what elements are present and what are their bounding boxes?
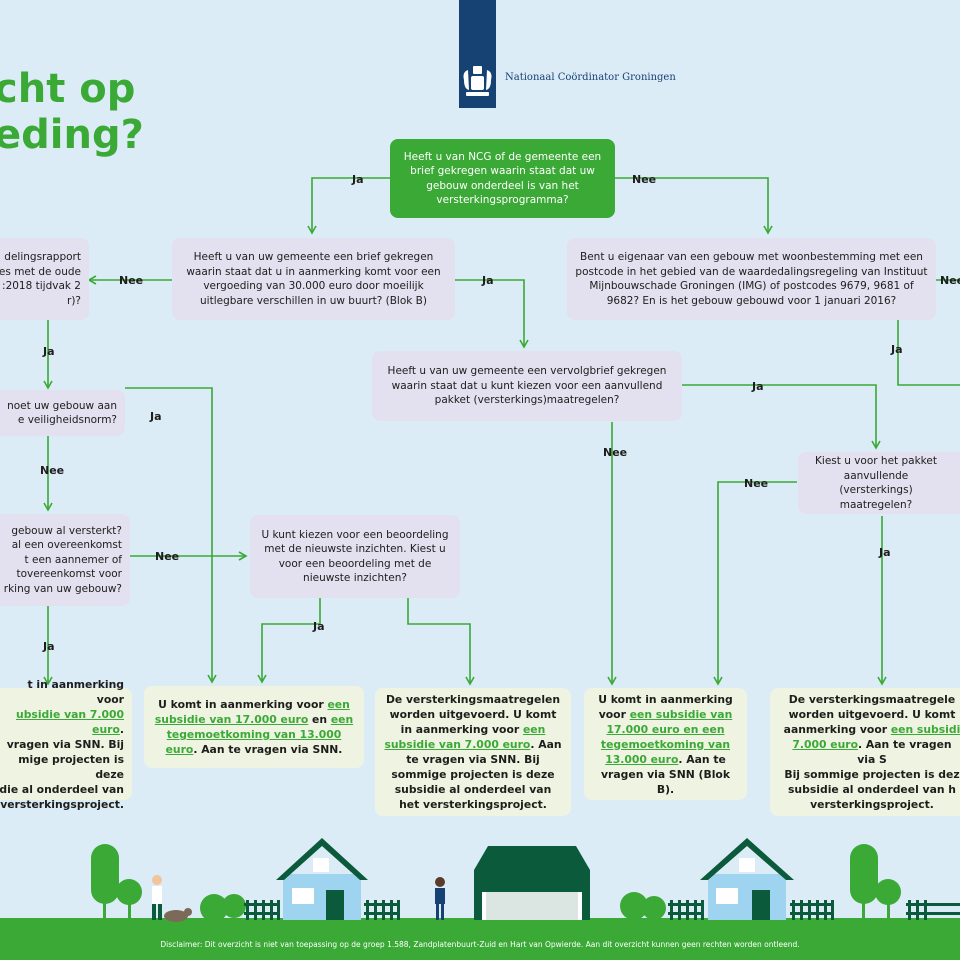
fence-icon	[668, 900, 704, 920]
result-blok-b: U komt in aanmerking voor een subsidie v…	[584, 688, 747, 800]
fence-icon	[906, 900, 960, 920]
label-pakket-nee: Nee	[744, 477, 769, 490]
question-30000-euro: Heeft u van uw gemeente een brief gekreg…	[172, 238, 455, 320]
result-left-line4: mige projecten is deze	[18, 752, 124, 781]
subsidy-17000-link[interactable]: een subsidie van 17.000 euro	[154, 698, 350, 726]
landscape-illustration	[0, 838, 960, 960]
label-versterkt-nee: Nee	[155, 550, 180, 563]
grass-ground	[0, 918, 960, 960]
result-7000-left: t in aanmerking voor ubsidie van 7.000 e…	[0, 678, 132, 811]
result-17000-mid: en	[308, 713, 331, 726]
person-with-dog-icon	[152, 875, 192, 922]
label-vervolg-nee: Nee	[603, 446, 628, 459]
edge-beoordeling-nee	[407, 598, 475, 686]
edge-start-ja	[307, 177, 390, 235]
result-7000-middle: De versterkingsmaatregelen worden uitgev…	[375, 688, 571, 816]
question-pakket: Kiest u voor het pakket aanvullende (ver…	[798, 452, 960, 514]
label-norm-ja: Ja	[150, 410, 162, 423]
label-owner-ja: Ja	[891, 343, 903, 356]
subsidy-blokb-link[interactable]: een subsidie van 17.000 euro en een tege…	[600, 707, 733, 766]
tree-icon	[91, 844, 119, 920]
label-30000-ja: Ja	[482, 274, 494, 287]
tree-icon	[116, 879, 142, 920]
label-start-nee: Nee	[632, 173, 657, 186]
fence-icon	[364, 900, 400, 920]
question-owner-postcode: Bent u eigenaar van een gebouw met woonb…	[567, 238, 936, 320]
edge-vervolg-ja	[682, 384, 881, 450]
walking-person-icon	[435, 877, 445, 920]
label-norm-nee: Nee	[40, 464, 65, 477]
result-17000: U komt in aanmerking voor een subsidie v…	[144, 686, 364, 768]
result-17000-pre: U komt in aanmerking voor	[158, 698, 328, 711]
edge-pakket-nee	[713, 481, 797, 686]
subsidy-7000-link-right-b[interactable]: 7.000 euro	[792, 738, 859, 751]
result-right-line1: De versterkingsmaatregele	[788, 693, 956, 706]
label-pakket-ja: Ja	[879, 546, 891, 559]
fence-icon	[244, 900, 280, 920]
farmhouse-icon	[474, 846, 590, 920]
result-blokb-pre: U komt in aanmerking voor	[598, 692, 733, 721]
edge-norm-ja	[125, 387, 217, 684]
result-17000-post: . Aan te vragen via SNN.	[193, 743, 343, 756]
result-left-line1: t in aanmerking voor	[27, 677, 124, 706]
question-al-versterkt: gebouw al versterkt? al een overeenkomst…	[0, 514, 130, 606]
edge-beoordeling-ja	[257, 598, 321, 684]
question-veiligheidsnorm: noet uw gebouw aan e veiligheidsnorm?	[0, 390, 125, 436]
result-right-line7: versterkingsproject.	[810, 798, 934, 811]
result-7000-pre: De versterkingsmaatregelen worden uitgev…	[385, 693, 561, 736]
result-7000-post: . Aan te vragen via SNN. Bij sommige pro…	[391, 738, 562, 811]
result-left-line2-tail: .	[119, 722, 124, 736]
question-beoordeling: U kunt kiezen voor een beoordeling met d…	[250, 515, 460, 598]
result-right-line6: subsidie al onderdeel van h	[788, 783, 956, 796]
result-right-line3: aanmerking voor	[783, 723, 891, 736]
result-blokb-post: . Aan te vragen via SNN (Blok B).	[601, 752, 730, 796]
disclaimer-text: Disclaimer: Dit overzicht is niet van to…	[160, 940, 800, 949]
question-start: Heeft u van NCG of de gemeente een brief…	[390, 139, 615, 218]
label-30000-nee: Nee	[119, 274, 144, 287]
house-icon	[700, 838, 794, 920]
label-beoordeling-ja: Ja	[313, 620, 325, 633]
subsidy-7000-link[interactable]: een subsidie van 7.000 euro	[384, 723, 546, 751]
logo-ribbon	[459, 0, 496, 108]
result-right-line2: worden uitgevoerd. U komt	[788, 708, 956, 721]
result-left-line6: versterkingsproject.	[0, 797, 124, 811]
tree-icon	[200, 894, 246, 922]
question-vervolgbrief: Heeft u van uw gemeente een vervolgbrief…	[372, 351, 682, 421]
result-left-line3: vragen via SNN. Bij	[6, 737, 124, 751]
result-left-line5: die al onderdeel van	[0, 782, 124, 796]
page-title-line2: eding?	[0, 112, 144, 158]
question-waardedelingsrapport: delingsrapport es met de oude :2018 tijd…	[0, 238, 89, 320]
tree-icon	[875, 879, 901, 920]
house-icon	[276, 838, 368, 920]
edge-start-nee	[615, 177, 773, 235]
result-right-line5: Bij sommige projecten is dez	[784, 768, 960, 781]
subsidy-7000-link-right-a[interactable]: een subsidi	[890, 723, 960, 736]
edge-30000-ja	[455, 279, 529, 349]
result-7000-right: De versterkingsmaatregele worden uitgevo…	[770, 688, 960, 816]
tegemoetkoming-13000-link[interactable]: een tegemoetkoming van 13.000 euro	[165, 713, 354, 756]
coat-of-arms-icon	[463, 66, 492, 96]
result-right-line4-tail: . Aan te vragen via S	[857, 738, 952, 766]
label-versterkt-ja: Ja	[43, 640, 55, 653]
subsidy-7000-link-left[interactable]: ubsidie van 7.000 euro	[16, 707, 124, 736]
edge-owner-ja	[897, 320, 960, 386]
label-start-ja: Ja	[352, 173, 364, 186]
tree-icon	[850, 844, 878, 920]
label-report-ja: Ja	[43, 345, 55, 358]
bush-icon	[620, 892, 666, 920]
label-owner-nee: Nee	[940, 274, 960, 287]
label-vervolg-ja: Ja	[752, 380, 764, 393]
fence-icon	[790, 900, 834, 920]
page-title-line1: cht op	[0, 66, 136, 112]
org-name: Nationaal Coördinator Groningen	[505, 72, 676, 83]
